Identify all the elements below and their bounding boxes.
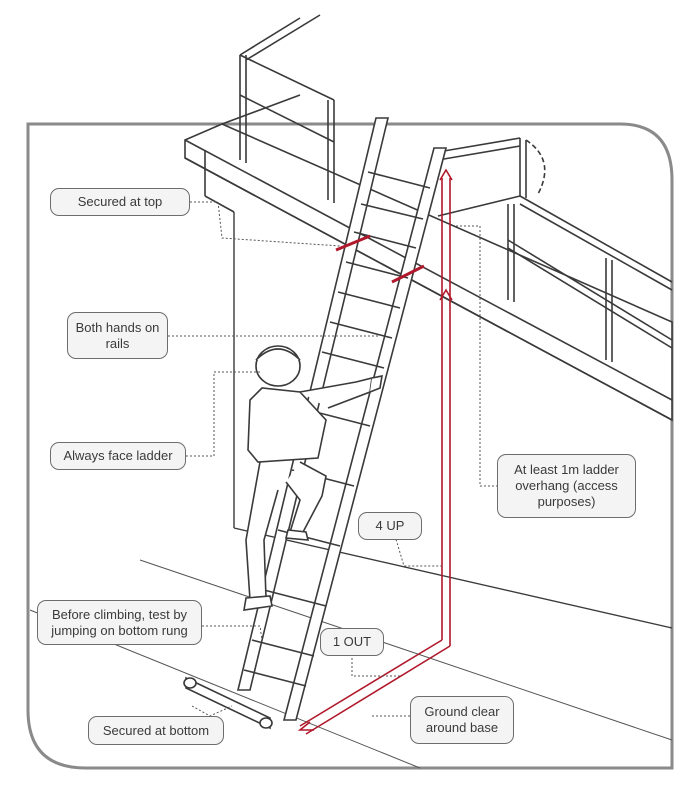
callout-ground-clear-text: Ground clear around base: [424, 704, 500, 735]
worker-figure: [243, 345, 383, 611]
ladder-foot-beam: [183, 676, 273, 730]
callout-both-hands-text: Both hands on rails: [75, 319, 160, 351]
callout-test-bottom-rung-text: Before climbing, test by jumping on bott…: [51, 606, 188, 638]
measurement-lines: [297, 168, 453, 735]
platform-railing-right: [437, 137, 673, 362]
platform: [184, 94, 673, 422]
callout-both-hands: Both hands on rails: [67, 312, 168, 359]
callout-test-bottom-rung: Before climbing, test by jumping on bott…: [37, 600, 202, 645]
callout-ground-clear: Ground clear around base: [410, 696, 514, 744]
callout-secured-top-text: Secured at top: [77, 194, 163, 209]
frame-border: [26, 122, 674, 770]
callout-one-out-text: 1 OUT: [332, 634, 372, 649]
callout-one-out: 1 OUT: [320, 628, 384, 656]
top-securing-marks: [335, 234, 425, 284]
platform-railing-left: [239, 14, 335, 203]
callout-secured-bottom-text: Secured at bottom: [102, 722, 210, 738]
callout-overhang: At least 1m ladder overhang (access purp…: [497, 454, 636, 518]
callout-secured-top: Secured at top: [50, 188, 190, 216]
ladder: [236, 117, 448, 721]
callout-face-ladder-text: Always face ladder: [63, 448, 173, 463]
back-wall: [233, 212, 673, 629]
callout-face-ladder: Always face ladder: [50, 442, 186, 470]
gate-swing-arc: [525, 139, 546, 195]
callout-four-up: 4 UP: [358, 512, 422, 540]
callout-overhang-text: At least 1m ladder overhang (access purp…: [514, 462, 619, 509]
callout-four-up-text: 4 UP: [375, 518, 405, 533]
callout-secured-bottom: Secured at bottom: [88, 716, 224, 745]
